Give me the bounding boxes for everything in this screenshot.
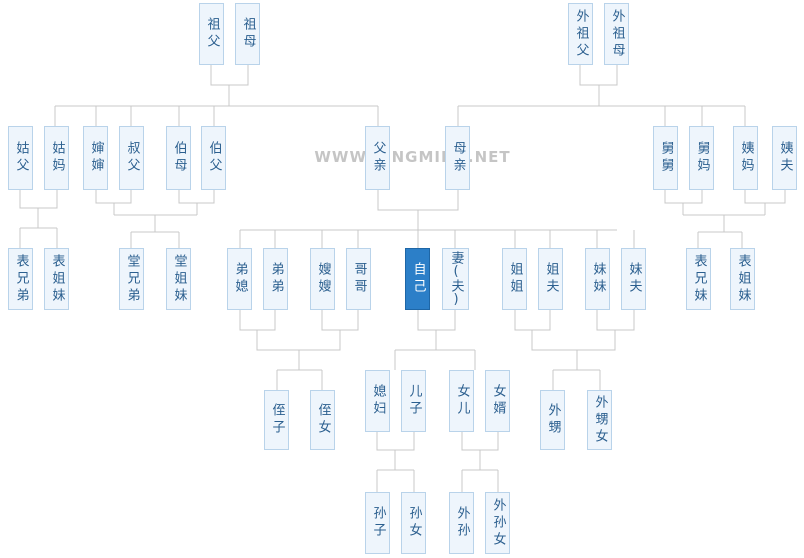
node-didi[interactable]: 弟弟 bbox=[263, 248, 288, 310]
node-dixi[interactable]: 弟媳 bbox=[227, 248, 252, 310]
node-meimei[interactable]: 妹妹 bbox=[585, 248, 610, 310]
node-cousin-male-right[interactable]: 表兄妹 bbox=[686, 248, 711, 310]
node-son-in-law[interactable]: 女婿 bbox=[485, 370, 510, 432]
node-jiejie[interactable]: 姐姐 bbox=[502, 248, 527, 310]
node-bofu[interactable]: 伯父 bbox=[201, 126, 226, 190]
node-bomu[interactable]: 伯母 bbox=[166, 126, 191, 190]
node-daughter-in-law[interactable]: 媳妇 bbox=[365, 370, 390, 432]
node-son[interactable]: 儿子 bbox=[401, 370, 426, 432]
node-tang-sisters[interactable]: 堂姐妹 bbox=[166, 248, 191, 310]
node-nephew[interactable]: 侄子 bbox=[264, 390, 289, 450]
node-grandson[interactable]: 孙子 bbox=[365, 492, 390, 554]
node-cousin-female-right[interactable]: 表姐妹 bbox=[730, 248, 755, 310]
node-jiefu[interactable]: 姐夫 bbox=[538, 248, 563, 310]
node-cousin-male-left[interactable]: 表兄弟 bbox=[8, 248, 33, 310]
node-tang-brothers[interactable]: 堂兄弟 bbox=[119, 248, 144, 310]
node-shufu[interactable]: 叔父 bbox=[119, 126, 144, 190]
node-cousin-female-left[interactable]: 表姐妹 bbox=[44, 248, 69, 310]
node-jiujiu[interactable]: 舅舅 bbox=[653, 126, 678, 190]
node-maternal-grandfather[interactable]: 外祖父 bbox=[568, 3, 593, 65]
node-waisheng[interactable]: 外甥 bbox=[540, 390, 565, 450]
node-meifu[interactable]: 妹夫 bbox=[621, 248, 646, 310]
node-maternal-grandmother[interactable]: 外祖母 bbox=[604, 3, 629, 65]
node-mother[interactable]: 母亲 bbox=[445, 126, 470, 190]
node-grandfather[interactable]: 祖父 bbox=[199, 3, 224, 65]
node-yifu[interactable]: 姨夫 bbox=[772, 126, 797, 190]
node-granddaughter[interactable]: 孙女 bbox=[401, 492, 426, 554]
node-spouse[interactable]: 妻(夫) bbox=[442, 248, 469, 310]
watermark: WWW.XINGMING.NET bbox=[314, 148, 511, 166]
node-father[interactable]: 父亲 bbox=[365, 126, 390, 190]
node-gege[interactable]: 哥哥 bbox=[346, 248, 371, 310]
node-niece[interactable]: 侄女 bbox=[310, 390, 335, 450]
node-guma[interactable]: 姑妈 bbox=[44, 126, 69, 190]
node-shenshen[interactable]: 婶婶 bbox=[83, 126, 108, 190]
node-waishengnv[interactable]: 外甥女 bbox=[587, 390, 612, 450]
node-waisunnv[interactable]: 外孙女 bbox=[485, 492, 510, 554]
node-self[interactable]: 自己 bbox=[405, 248, 430, 310]
node-yima[interactable]: 姨妈 bbox=[733, 126, 758, 190]
node-gufu[interactable]: 姑父 bbox=[8, 126, 33, 190]
node-waisun[interactable]: 外孙 bbox=[449, 492, 474, 554]
node-grandmother[interactable]: 祖母 bbox=[235, 3, 260, 65]
node-jiuma[interactable]: 舅妈 bbox=[689, 126, 714, 190]
node-saosao[interactable]: 嫂嫂 bbox=[310, 248, 335, 310]
node-daughter[interactable]: 女儿 bbox=[449, 370, 474, 432]
